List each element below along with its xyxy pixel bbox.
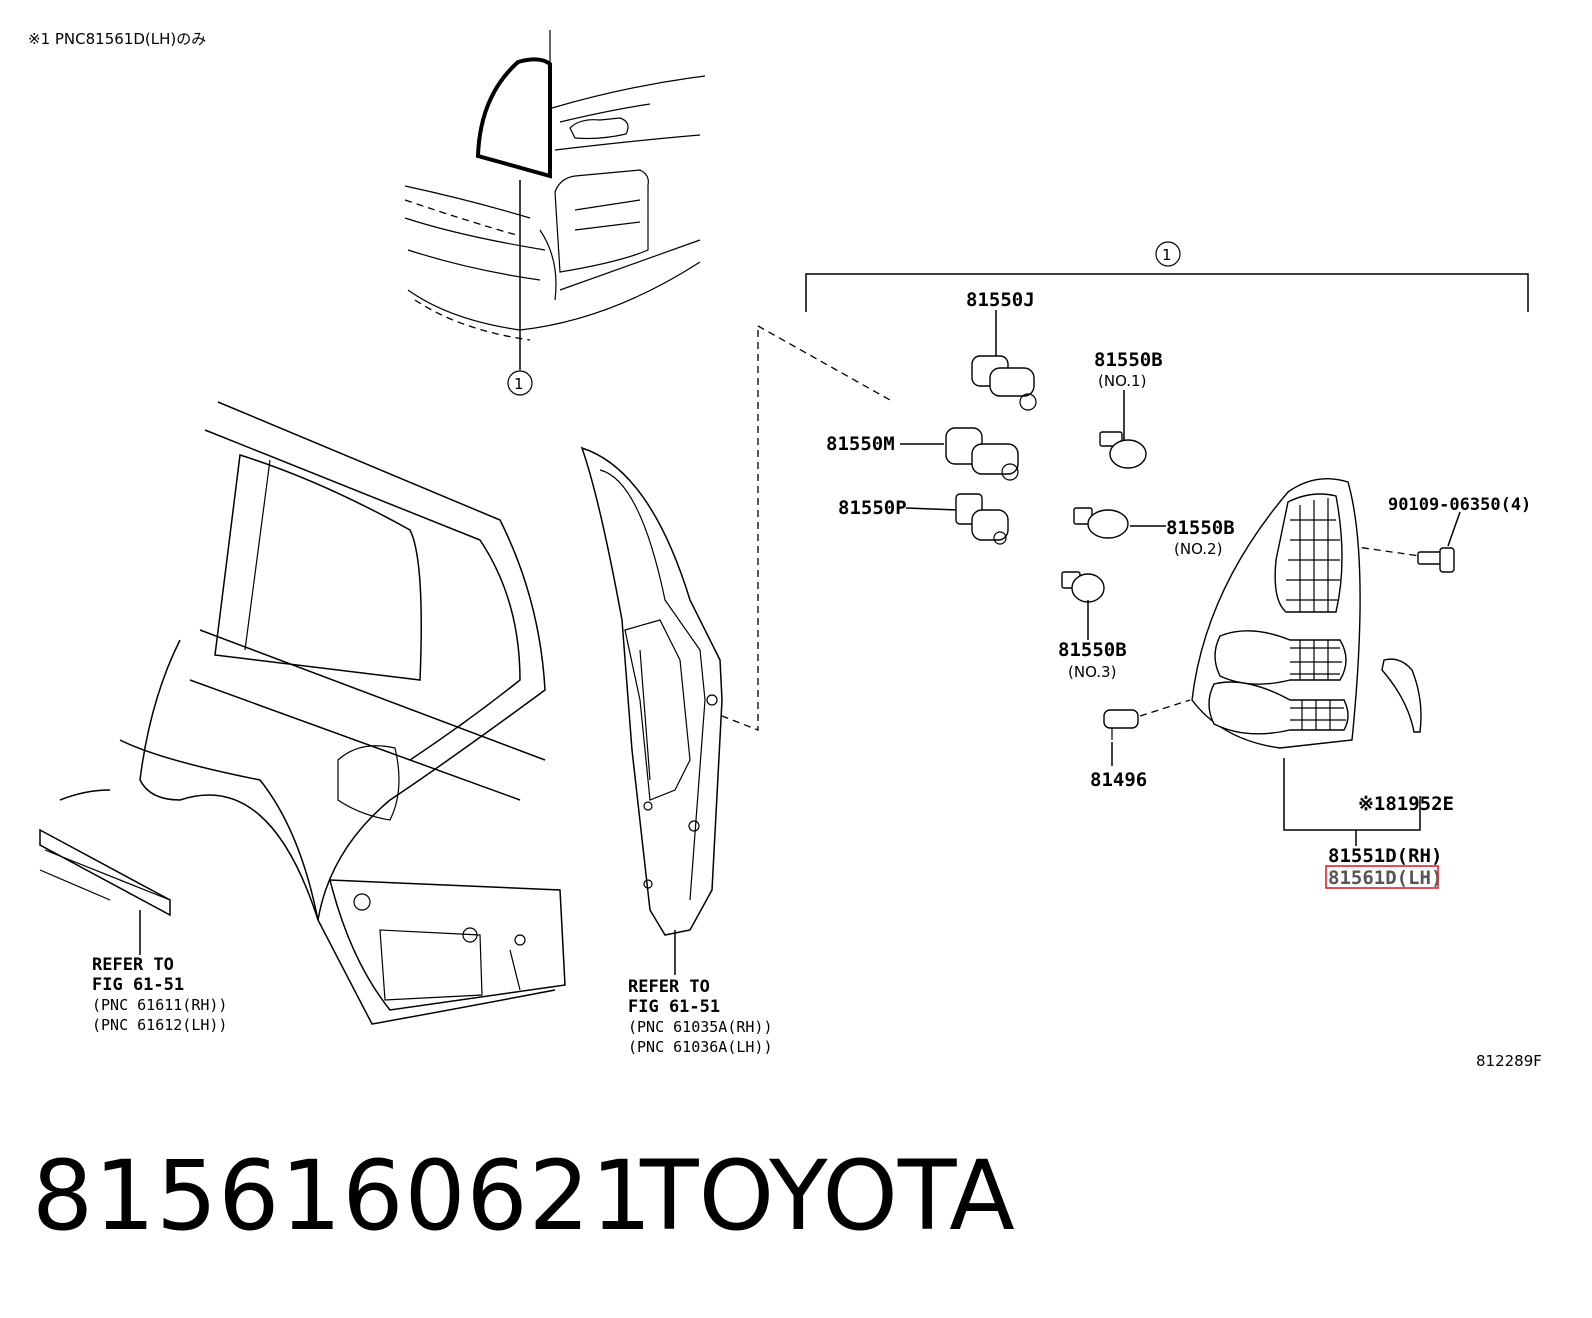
label-90109: 90109-06350(4) xyxy=(1388,495,1531,515)
label-no3: (NO.3) xyxy=(1068,663,1116,681)
svg-text:(PNC 61036A(LH)): (PNC 61036A(LH)) xyxy=(628,1038,773,1056)
bulb-no3 xyxy=(1061,571,1105,640)
label-81550M: 81550M xyxy=(826,433,895,455)
inner-pillar xyxy=(580,446,723,975)
label-81496: 81496 xyxy=(1090,769,1147,791)
label-no2: (NO.2) xyxy=(1174,540,1222,558)
bulb-no2 xyxy=(1073,507,1166,539)
quarter-panel xyxy=(39,401,566,1025)
label-81550P: 81550P xyxy=(838,497,907,519)
label-81561D-highlighted: 81561D(LH) xyxy=(1328,867,1442,889)
screw-90109 xyxy=(1349,511,1461,573)
label-81550J: 81550J xyxy=(966,289,1035,311)
svg-text:(PNC 61611(RH)): (PNC 61611(RH)) xyxy=(92,996,227,1014)
label-81550B-no2: 81550B xyxy=(1166,517,1235,539)
svg-text:REFER TO: REFER TO xyxy=(92,955,174,975)
svg-text:REFER TO: REFER TO xyxy=(628,977,710,997)
socket-81550M xyxy=(900,427,1019,481)
highlight-box xyxy=(1325,865,1439,889)
tail-lamp xyxy=(1191,477,1421,846)
label-81550B-no3: 81550B xyxy=(1058,639,1127,661)
label-no1: (NO.1) xyxy=(1098,372,1146,390)
callout-1-assembly: 1 xyxy=(1162,246,1172,264)
svg-text:FIG 61-51: FIG 61-51 xyxy=(628,997,720,1017)
brand-name: TOYOTA xyxy=(640,1140,1015,1252)
svg-text:FIG 61-51: FIG 61-51 xyxy=(92,975,184,995)
car-rear-inset: 1 xyxy=(404,30,706,396)
label-81952E: ※181952E xyxy=(1358,793,1454,815)
svg-text:(PNC 61612(LH)): (PNC 61612(LH)) xyxy=(92,1016,227,1034)
reflector-81952E xyxy=(1381,658,1422,733)
parts-diagram: ※1 PNC81561D(LH)のみ 1 xyxy=(28,30,1542,1070)
label-81550B-no1: 81550B xyxy=(1094,349,1163,371)
figure-code: 812289F xyxy=(1476,1052,1542,1070)
bulb-no1 xyxy=(1099,390,1147,469)
inset-lamp-outline xyxy=(475,57,552,179)
clip-81496 xyxy=(1103,699,1191,766)
assembly-bracket: 1 xyxy=(721,241,1529,731)
svg-text:(PNC 61035A(RH)): (PNC 61035A(RH)) xyxy=(628,1018,773,1036)
socket-81550P xyxy=(905,493,1009,545)
part-number: 8156160621 xyxy=(32,1140,653,1252)
refer-left: REFER TO FIG 61-51 (PNC 61611(RH)) (PNC … xyxy=(92,955,227,1034)
callout-1-inset: 1 xyxy=(514,375,524,393)
top-note: ※1 PNC81561D(LH)のみ xyxy=(28,30,206,48)
refer-mid: REFER TO FIG 61-51 (PNC 61035A(RH)) (PNC… xyxy=(628,977,773,1056)
socket-81550J xyxy=(971,310,1037,411)
label-81551D: 81551D(RH) xyxy=(1328,845,1442,867)
